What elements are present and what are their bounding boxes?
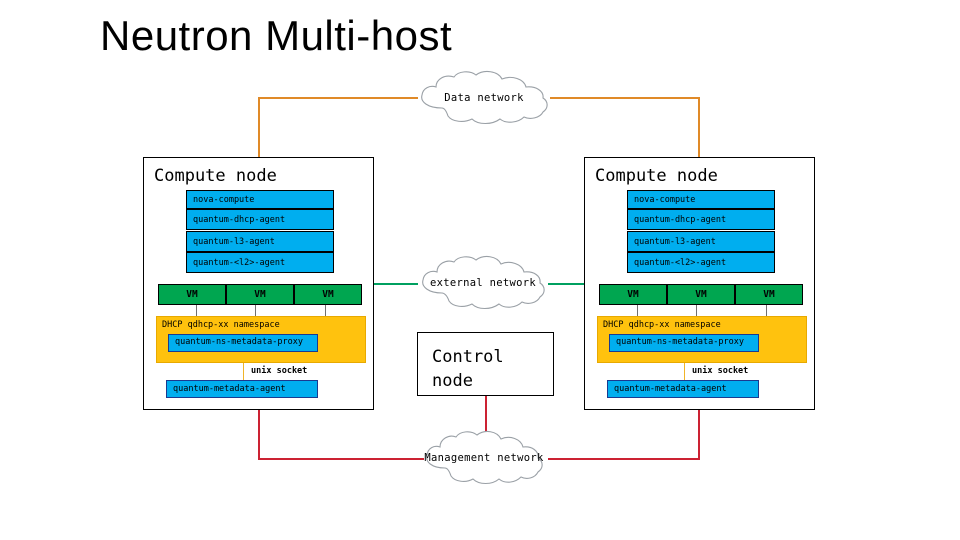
data-network-link-right-horizontal xyxy=(550,97,700,99)
cloud-shape-icon xyxy=(426,430,543,485)
agent-quantum-dhcp-agent-right[interactable]: quantum-dhcp-agent xyxy=(627,209,775,230)
management-network-cloud[interactable]: Management network xyxy=(416,430,552,486)
vm-tap-link-left-2 xyxy=(255,304,256,326)
ns-metadata-proxy-left[interactable]: quantum-ns-metadata-proxy xyxy=(168,334,318,352)
data-network-cloud-label: Data network xyxy=(444,92,524,104)
agent-quantum-l3-agent-left[interactable]: quantum-l3-agent xyxy=(186,231,334,252)
management-network-link-right-horizontal xyxy=(548,458,700,460)
data-network-cloud[interactable]: Data network xyxy=(410,70,558,126)
vm-left-2[interactable]: VM xyxy=(226,284,294,305)
ns-metadata-proxy-right[interactable]: quantum-ns-metadata-proxy xyxy=(609,334,759,352)
management-network-link-left-vertical xyxy=(258,410,260,458)
dhcp-namespace-left-label: DHCP qdhcp-xx namespace xyxy=(162,320,280,330)
agent-stack-right: nova-compute quantum-dhcp-agent quantum-… xyxy=(627,190,775,273)
agent-quantum-l3-agent-right[interactable]: quantum-l3-agent xyxy=(627,231,775,252)
vm-left-3[interactable]: VM xyxy=(294,284,362,305)
control-node-line1: Control xyxy=(432,347,504,367)
cloud-shape-icon xyxy=(422,255,545,310)
cloud-shape-icon xyxy=(421,70,548,125)
control-node[interactable]: Control node xyxy=(417,332,554,396)
vm-tap-link-left-1 xyxy=(196,304,197,326)
vm-left-1[interactable]: VM xyxy=(158,284,226,305)
agent-nova-compute-left[interactable]: nova-compute xyxy=(186,190,334,209)
agent-quantum-l2-agent-left[interactable]: quantum-<l2>-agent xyxy=(186,252,334,273)
agent-quantum-dhcp-agent-left[interactable]: quantum-dhcp-agent xyxy=(186,209,334,230)
quantum-metadata-agent-left[interactable]: quantum-metadata-agent xyxy=(166,380,318,398)
management-network-link-right-vertical xyxy=(698,410,700,458)
vm-right-1[interactable]: VM xyxy=(599,284,667,305)
compute-node-right[interactable]: Compute node xyxy=(584,157,815,410)
vm-row-right: VM VM VM xyxy=(599,284,803,305)
vm-tap-link-right-2 xyxy=(696,304,697,326)
dhcp-namespace-right-label: DHCP qdhcp-xx namespace xyxy=(603,320,721,330)
management-network-cloud-label: Management network xyxy=(424,452,544,464)
unix-socket-label-left: unix socket xyxy=(251,366,308,376)
compute-node-right-title: Compute node xyxy=(595,166,718,186)
vm-tap-link-right-1 xyxy=(637,304,638,326)
data-network-link-left-horizontal xyxy=(258,97,418,99)
external-network-link-left xyxy=(336,283,418,285)
unix-socket-link-right xyxy=(684,363,685,385)
control-node-line2: node xyxy=(432,371,473,391)
page-title: Neutron Multi-host xyxy=(100,12,453,59)
vm-right-2[interactable]: VM xyxy=(667,284,735,305)
unix-socket-label-right: unix socket xyxy=(692,366,749,376)
management-network-link-left-horizontal xyxy=(258,458,424,460)
external-network-link-right xyxy=(548,283,606,285)
unix-socket-link-left xyxy=(243,363,244,385)
data-network-link-left-vertical xyxy=(258,97,260,159)
quantum-metadata-agent-right[interactable]: quantum-metadata-agent xyxy=(607,380,759,398)
agent-stack-left: nova-compute quantum-dhcp-agent quantum-… xyxy=(186,190,334,273)
vm-right-3[interactable]: VM xyxy=(735,284,803,305)
external-network-cloud-label: external network xyxy=(430,277,536,289)
agent-quantum-l2-agent-right[interactable]: quantum-<l2>-agent xyxy=(627,252,775,273)
management-network-link-control xyxy=(485,396,487,442)
compute-node-left-title: Compute node xyxy=(154,166,277,186)
vm-row-left: VM VM VM xyxy=(158,284,362,305)
data-network-link-right-vertical xyxy=(698,97,700,159)
agent-nova-compute-right[interactable]: nova-compute xyxy=(627,190,775,209)
external-network-cloud[interactable]: external network xyxy=(412,255,554,311)
